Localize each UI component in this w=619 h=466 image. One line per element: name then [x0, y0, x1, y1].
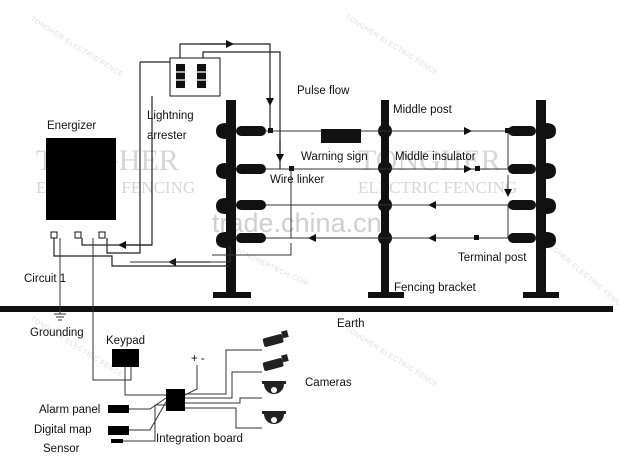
energizer-terminals [50, 231, 106, 239]
keypad-device[interactable] [112, 349, 139, 367]
label-arrester: arrester [147, 130, 187, 142]
earth-line [0, 306, 613, 312]
label-sensor: Sensor [43, 443, 80, 455]
lightning-arrester[interactable] [169, 57, 221, 97]
watermark-small-4: TONGHER ELECTRIC FENCE [344, 326, 439, 389]
camera-dome-1[interactable] [262, 381, 286, 394]
circuit-wiring [53, 40, 292, 381]
label-grounding: Grounding [30, 327, 84, 339]
label-earth: Earth [337, 318, 365, 330]
watermark-small-3: TONGHER ELECTRIC FENCE [29, 316, 124, 379]
warning-sign[interactable] [321, 129, 361, 143]
watermark-url: TONGHERTECH.COM [234, 247, 309, 287]
label-lightning: Lightning [147, 110, 194, 122]
label-circuit: Circuit 1 [24, 273, 66, 285]
label-middle-post: Middle post [393, 104, 453, 116]
watermark-small-5: TONGHER ELECTRIC FENCE [539, 236, 619, 311]
middle-post[interactable] [368, 100, 404, 298]
energizer-box[interactable] [46, 138, 116, 220]
camera-bullet-2[interactable] [262, 354, 289, 371]
alarm-panel-device[interactable] [108, 405, 129, 413]
middle-insulator-marker [475, 166, 480, 171]
integration-wiring [123, 349, 262, 442]
label-cameras: Cameras [305, 377, 352, 389]
label-wire-linker: Wire linker [270, 174, 324, 186]
label-digital-map: Digital map [34, 424, 92, 436]
fence-wires [266, 127, 512, 242]
label-fencing-bracket: Fencing bracket [394, 282, 477, 294]
camera-bullet-1[interactable] [262, 330, 289, 347]
label-plus-minus: + - [191, 353, 205, 365]
watermark-small-2: TONGHER ELECTRIC FENCE [344, 14, 439, 77]
label-terminal-post: Terminal post [458, 252, 527, 264]
integration-board-device[interactable] [166, 389, 185, 411]
sensor-device[interactable] [111, 439, 123, 443]
watermark-small-1: TONGHER ELECTRIC FENCE [29, 16, 124, 79]
label-energizer: Energizer [47, 120, 96, 132]
label-middle-insulator: Middle insulator [395, 151, 476, 163]
label-integration-board: Integration board [156, 433, 243, 445]
watermark-brand-right-sub: ELECTRIC FENCING [358, 178, 517, 197]
label-keypad: Keypad [106, 335, 145, 347]
watermark-site: trade.china.cn [212, 208, 382, 238]
terminal-post[interactable] [508, 100, 559, 298]
camera-dome-2[interactable] [262, 411, 286, 424]
label-alarm-panel: Alarm panel [39, 404, 100, 416]
label-warning-sign: Warning sign [301, 151, 368, 163]
digital-map-device[interactable] [108, 426, 129, 435]
left-post [213, 100, 266, 298]
label-pulse-flow: Pulse flow [297, 85, 350, 97]
wire-linker [289, 166, 294, 171]
